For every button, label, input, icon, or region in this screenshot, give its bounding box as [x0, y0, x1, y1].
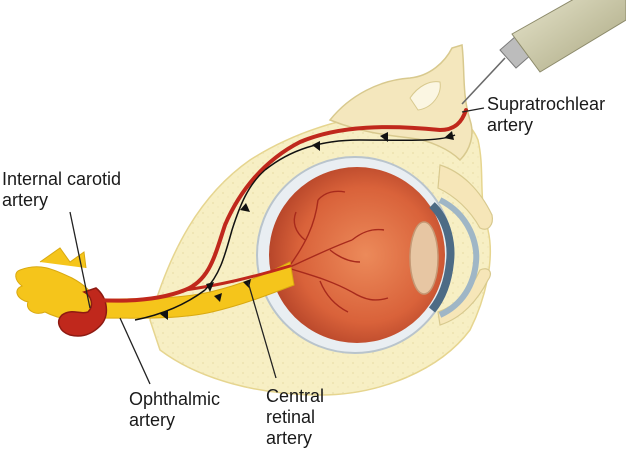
retinal-vessels [287, 190, 389, 313]
label-supratrochlear-artery: Supratrochlear artery [487, 94, 605, 136]
label-central-retinal-line2: retinal [266, 407, 316, 427]
label-central-retinal-artery: Central retinal artery [266, 386, 324, 449]
flow-arrows [134, 134, 456, 321]
label-internal-carotid-artery: Internal carotid artery [2, 169, 121, 211]
label-central-retinal-line3: artery [266, 428, 313, 448]
leader-lines [69, 107, 485, 385]
label-internal-carotid-line1: Internal carotid [2, 169, 122, 189]
label-ophthalmic-artery: Ophthalmic artery [129, 389, 220, 431]
ophthalmic-artery [94, 108, 468, 303]
syringe [461, 0, 626, 105]
upper-eyelid [437, 164, 493, 230]
label-internal-carotid-line2: artery [2, 190, 49, 210]
label-supratrochlear-line1: Supratrochlear [487, 94, 606, 114]
cornea-and-lens [409, 197, 480, 318]
label-ophthalmic-line1: Ophthalmic [129, 389, 221, 409]
flow-arrowheads [160, 131, 454, 320]
label-supratrochlear-line2: artery [487, 115, 534, 135]
eyeball [256, 156, 454, 354]
label-central-retinal-line1: Central [266, 386, 325, 406]
label-ophthalmic-line2: artery [129, 410, 176, 430]
